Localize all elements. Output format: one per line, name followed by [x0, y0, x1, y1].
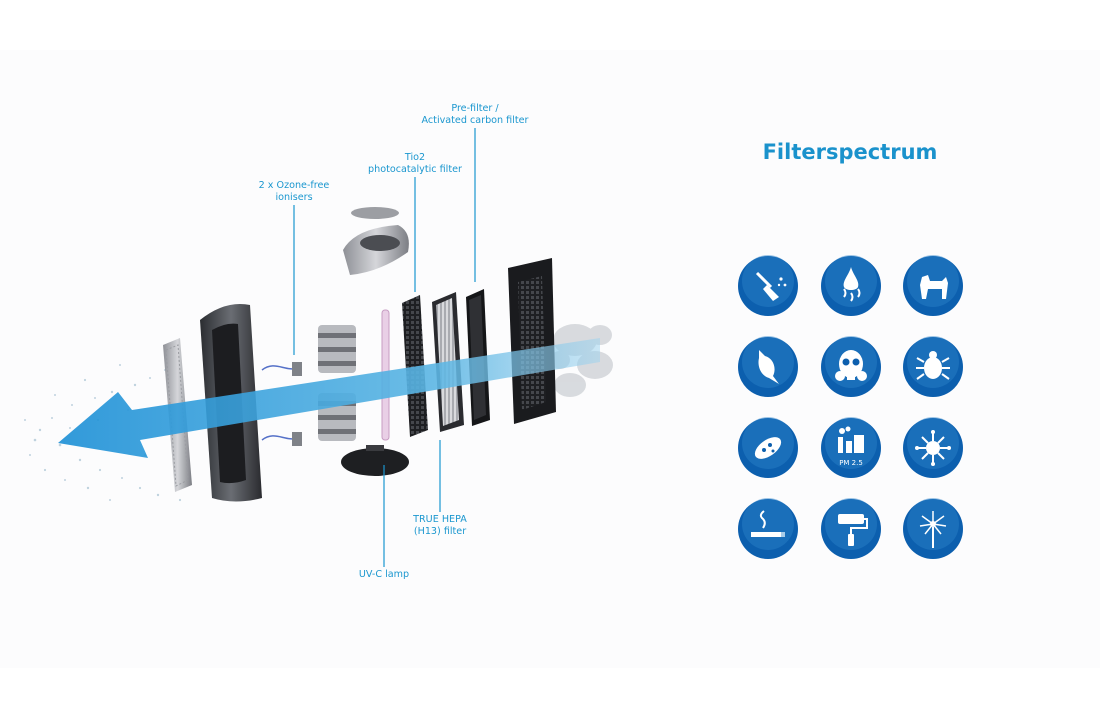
- pm25-badge-text: PM 2.5: [839, 459, 863, 467]
- dandelion-pollen-icon: [902, 498, 964, 560]
- prefilter-label: Pre-filter / Activated carbon filter: [410, 103, 540, 127]
- uvc-label: UV-C lamp: [358, 569, 410, 580]
- tio2-filter: [402, 295, 428, 437]
- ionisers-label-line2: ionisers: [275, 192, 313, 203]
- dust-mite-icon: [902, 336, 964, 398]
- label-leader-lines: [293, 128, 476, 567]
- odour-nose-icon: [820, 255, 882, 317]
- tio2-label-line2: photocatalytic filter: [368, 164, 462, 175]
- tio2-label-line1: Tio2: [404, 152, 426, 163]
- dust-sweeping-icon: [737, 255, 799, 317]
- base: [341, 445, 409, 476]
- top-cap: [343, 207, 409, 275]
- prefilter-label-line1: Pre-filter /: [451, 103, 499, 114]
- ionisers-label: 2 x Ozone-free ionisers: [244, 180, 344, 204]
- virus-icon: [902, 417, 964, 479]
- hepa-label-line2: (H13) filter: [413, 526, 467, 537]
- hepa-label: TRUE HEPA (H13) filter: [395, 514, 485, 538]
- ionisers-label-line1: 2 x Ozone-free: [258, 180, 330, 191]
- smoking-icon: [737, 498, 799, 560]
- bacteria-icon: [737, 417, 799, 479]
- hepa-label-line1: TRUE HEPA: [413, 514, 467, 525]
- pet-dog-icon: [902, 255, 964, 317]
- gas-mask-icon: [820, 336, 882, 398]
- filterspectrum-title: Filterspectrum: [762, 140, 938, 164]
- bird-icon: [737, 336, 799, 398]
- prefilter-label-line2: Activated carbon filter: [421, 115, 529, 126]
- tio2-label: Tio2 photocatalytic filter: [355, 152, 475, 176]
- smog-pm25-icon: PM 2.5: [820, 417, 882, 479]
- rear-shell: [508, 258, 556, 424]
- ionisers: [261, 362, 302, 446]
- paint-roller-icon: [820, 498, 882, 560]
- airflow-arrow: [58, 338, 600, 458]
